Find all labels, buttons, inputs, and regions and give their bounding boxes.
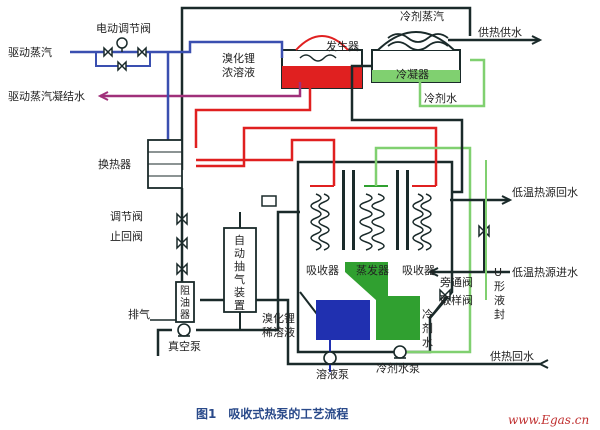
label-refrigerant-water-2: 水 bbox=[422, 336, 433, 349]
low-temp-inlet-arrow bbox=[427, 267, 439, 277]
label-refrigerant-water-0: 冷 bbox=[422, 308, 433, 321]
strong-solution-fill bbox=[282, 66, 362, 88]
solution-pump-icon bbox=[323, 351, 337, 365]
absorber-coil-left bbox=[310, 193, 330, 251]
label-refrigerant-water-1: 剂 bbox=[422, 321, 433, 335]
label-sampling-valve: 取样阀 bbox=[440, 293, 473, 307]
oil-trap-box bbox=[175, 281, 195, 323]
label-auto-purge-5: 置 bbox=[234, 299, 245, 312]
heat-exchanger bbox=[147, 139, 183, 189]
label-check-valve: 止回阀 bbox=[110, 229, 143, 243]
label-heating-supply: 供热供水 bbox=[478, 25, 522, 39]
label-refrigerant-pump: 冷剂水泵 bbox=[376, 361, 420, 375]
label-heating-return: 供热回水 bbox=[490, 349, 534, 363]
condenser-water-fill bbox=[372, 70, 460, 82]
label-vacuum-pump: 真空泵 bbox=[168, 339, 201, 353]
label-generator: 发生器 bbox=[326, 39, 359, 53]
low-temp-return-arrow bbox=[501, 195, 513, 205]
strong-solution-line bbox=[194, 88, 336, 186]
label-regulating-valve: 调节阀 bbox=[110, 209, 143, 223]
label-u-seal-3: 封 bbox=[494, 307, 505, 321]
label-condenser: 冷凝器 bbox=[396, 67, 429, 81]
label-electric-valve: 电动调节阀 bbox=[96, 21, 151, 35]
vacuum-line bbox=[156, 210, 300, 356]
refrigerant-vapor-line bbox=[180, 6, 472, 170]
label-auto-purge-0: 自 bbox=[234, 234, 245, 247]
label-auto-purge-2: 抽 bbox=[234, 259, 245, 273]
label-heat-exchanger: 换热器 bbox=[98, 157, 131, 171]
heating-return-arrow bbox=[537, 359, 549, 369]
auto-purge-box bbox=[223, 227, 257, 313]
label-low-temp-return: 低温热源回水 bbox=[512, 185, 578, 199]
absorber-coil-right bbox=[412, 193, 432, 251]
watermark: www.Egas.cn bbox=[508, 413, 589, 427]
condensate-arrow bbox=[97, 91, 109, 101]
label-strong-solution-1: 浓溶液 bbox=[222, 65, 255, 79]
label-drive-steam: 驱动蒸汽 bbox=[8, 45, 52, 59]
label-refrigerant-vapor: 冷剂蒸汽 bbox=[400, 9, 444, 23]
label-oil-trap-1: 油 bbox=[180, 296, 190, 309]
label-low-temp-inlet: 低温热源进水 bbox=[512, 265, 578, 279]
refrigerant-water-line bbox=[418, 58, 486, 108]
valve-icons bbox=[103, 46, 147, 72]
generator-dome bbox=[295, 35, 349, 51]
vacuum-pump-icon bbox=[177, 323, 191, 337]
label-auto-purge-3: 气 bbox=[234, 272, 245, 286]
tube-bundle-dots bbox=[342, 170, 409, 250]
weak-solution-sump bbox=[316, 300, 370, 340]
condenser-coil bbox=[387, 33, 449, 51]
sampling-valve-icon bbox=[439, 288, 451, 302]
label-weak-solution-0: 溴化锂 bbox=[262, 311, 295, 325]
label-weak-solution-1: 稀溶液 bbox=[262, 325, 295, 339]
label-u-seal-0: U bbox=[494, 266, 502, 279]
label-drive-condensate: 驱动蒸汽凝结水 bbox=[8, 89, 85, 103]
label-u-seal-1: 形 bbox=[494, 280, 505, 293]
label-auto-purge-4: 装 bbox=[234, 286, 245, 299]
heating-supply-arrow bbox=[531, 35, 543, 45]
label-bypass-valve: 旁通阀 bbox=[440, 275, 473, 289]
generator-coil bbox=[299, 54, 337, 62]
drive-condensate-line bbox=[100, 82, 302, 98]
label-exhaust: 排气 bbox=[128, 307, 150, 321]
left-valves bbox=[176, 212, 188, 276]
label-evaporator: 蒸发器 bbox=[356, 263, 389, 277]
refrigerant-pump-icon bbox=[393, 345, 407, 359]
refrigerant-recirc-line bbox=[374, 146, 472, 354]
label-solution-pump: 溶液泵 bbox=[316, 367, 349, 381]
label-strong-solution-0: 溴化锂 bbox=[222, 51, 255, 65]
refrigerant-sump bbox=[345, 262, 420, 340]
label-absorber-left: 吸收器 bbox=[306, 263, 339, 277]
label-absorber-right: 吸收器 bbox=[402, 263, 435, 277]
electric-valve-icon bbox=[116, 37, 128, 52]
purge-top-box bbox=[261, 195, 277, 207]
label-auto-purge-1: 动 bbox=[234, 247, 245, 260]
label-oil-trap-0: 阻 bbox=[180, 285, 190, 297]
heating-water-line bbox=[350, 64, 464, 194]
label-cooling-water: 冷剂水 bbox=[424, 91, 457, 105]
label-u-seal-2: 液 bbox=[494, 293, 505, 307]
label-oil-trap-2: 器 bbox=[180, 309, 190, 321]
evaporator-coil bbox=[359, 193, 385, 251]
figure-caption: 图1 吸收式热泵的工艺流程 bbox=[196, 406, 348, 421]
